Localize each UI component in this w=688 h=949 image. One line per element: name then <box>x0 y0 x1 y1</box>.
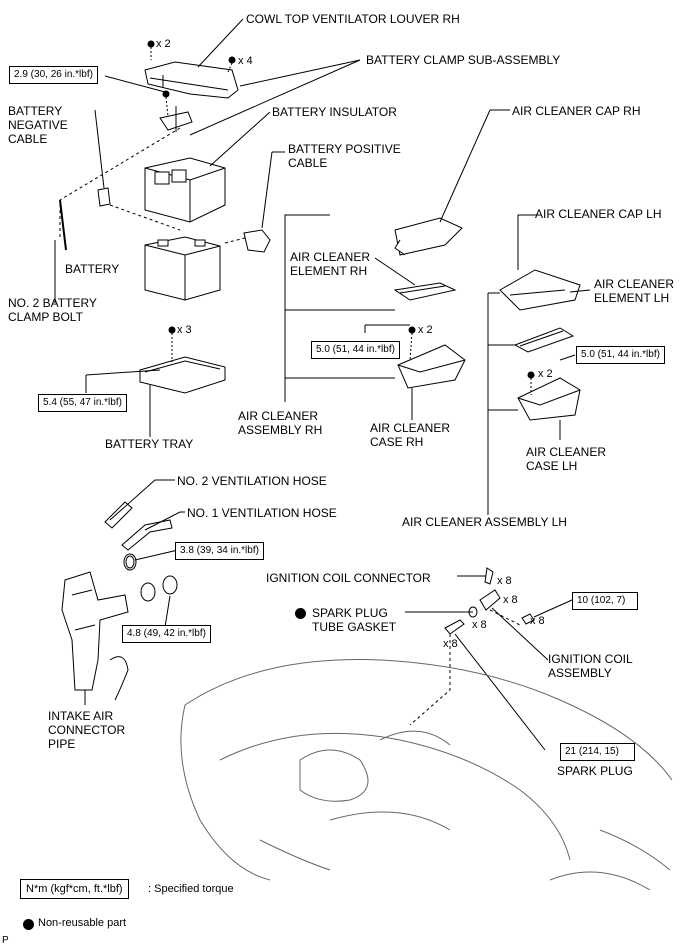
vehicle-outline-drawing <box>180 659 673 891</box>
qty-louver-clips: x 2 <box>156 38 171 50</box>
label-air-cleaner-assembly-lh: AIR CLEANER ASSEMBLY LH <box>402 515 567 529</box>
label-air-cleaner-cap-lh: AIR CLEANER CAP LH <box>535 207 662 221</box>
air-cleaner-element-rh-drawing <box>393 282 457 301</box>
label-ignition-coil-assembly: IGNITION COIL ASSEMBLY <box>548 652 633 680</box>
torque-spark-plug: 21 (214, 15) <box>560 743 635 761</box>
legend-non-reusable-icon <box>23 919 34 930</box>
label-battery-negative-cable: BATTERY NEGATIVE CABLE <box>8 104 68 146</box>
torque-case-rh: 5.0 (51, 44 in.*lbf) <box>311 341 400 359</box>
intake-pipe-drawing <box>61 571 129 691</box>
torque-case-lh: 5.0 (51, 44 in.*lbf) <box>576 346 665 364</box>
label-no1-ventilation-hose: NO. 1 VENTILATION HOSE <box>187 506 337 520</box>
qty-case-lh-bolts: x 2 <box>538 368 553 380</box>
battery-tray-drawing <box>139 356 226 394</box>
battery-clamp-drawing <box>159 90 193 132</box>
label-air-cleaner-assembly-rh: AIR CLEANER ASSEMBLY RH <box>238 409 323 437</box>
torque-tray: 5.4 (55, 47 in.*lbf) <box>38 394 127 412</box>
torque-coil-bolt: 10 (102, 7) <box>572 592 638 610</box>
qty-coils: x 8 <box>503 594 518 606</box>
label-ignition-coil-connector: IGNITION COIL CONNECTOR <box>266 571 431 585</box>
battery-drawing <box>144 236 221 301</box>
qty-plugs: x 8 <box>443 638 458 650</box>
battery-insulator-drawing <box>144 157 226 223</box>
qty-tray-bolts: x 3 <box>177 324 192 336</box>
legend-torque-unit: N*m (kgf*cm, ft.*lbf) <box>20 879 129 899</box>
non-reusable-marker-icon <box>295 608 306 619</box>
label-air-cleaner-element-lh: AIR CLEANER ELEMENT LH <box>594 277 675 305</box>
ventilation-hoses-drawing <box>104 501 173 551</box>
label-spark-plug: SPARK PLUG <box>557 764 633 778</box>
air-cleaner-case-lh-drawing <box>517 377 581 421</box>
label-cowl-top-louver-rh: COWL TOP VENTILATOR LOUVER RH <box>246 12 460 26</box>
label-no2-battery-clamp-bolt: NO. 2 BATTERY CLAMP BOLT <box>8 296 97 324</box>
label-battery-tray: BATTERY TRAY <box>105 437 194 451</box>
label-air-cleaner-element-rh: AIR CLEANER ELEMENT RH <box>290 250 371 278</box>
torque-clamp: 2.9 (30, 26 in.*lbf) <box>9 66 98 84</box>
qty-gaskets: x 8 <box>472 619 487 631</box>
label-air-cleaner-case-rh: AIR CLEANER CASE RH <box>370 421 451 449</box>
corner-mark: P <box>2 935 9 946</box>
qty-case-rh-bolts: x 2 <box>418 324 433 336</box>
qty-coil-connectors: x 8 <box>497 575 512 587</box>
label-battery: BATTERY <box>65 262 120 276</box>
air-cleaner-cap-rh-drawing <box>394 217 463 256</box>
legend-torque-desc: : Specified torque <box>148 883 234 895</box>
legend-non-reusable: Non-reusable part <box>38 917 127 929</box>
label-battery-clamp-sub-assembly: BATTERY CLAMP SUB-ASSEMBLY <box>366 53 561 67</box>
label-battery-positive-cable: BATTERY POSITIVE CABLE <box>288 142 401 170</box>
label-battery-insulator: BATTERY INSULATOR <box>272 105 397 119</box>
label-air-cleaner-case-lh: AIR CLEANER CASE LH <box>526 445 607 473</box>
torque-hose-clamp-upper: 3.8 (39, 34 in.*lbf) <box>175 542 264 560</box>
air-cleaner-cap-lh-drawing <box>499 269 581 311</box>
label-intake-air-connector-pipe: INTAKE AIR CONNECTOR PIPE <box>48 709 126 751</box>
cowl-louver-drawing <box>144 61 239 99</box>
torque-hose-clamp-lower: 4.8 (49, 42 in.*lbf) <box>122 625 211 643</box>
air-cleaner-element-lh-drawing <box>513 327 575 353</box>
label-air-cleaner-cap-rh: AIR CLEANER CAP RH <box>512 104 641 118</box>
label-no2-ventilation-hose: NO. 2 VENTILATION HOSE <box>177 474 327 488</box>
qty-louver-screws: x 4 <box>238 55 253 67</box>
qty-coil-bolts: x 8 <box>530 615 545 627</box>
air-cleaner-case-rh-drawing <box>397 344 466 389</box>
label-spark-plug-tube-gasket: SPARK PLUG TUBE GASKET <box>312 606 397 634</box>
